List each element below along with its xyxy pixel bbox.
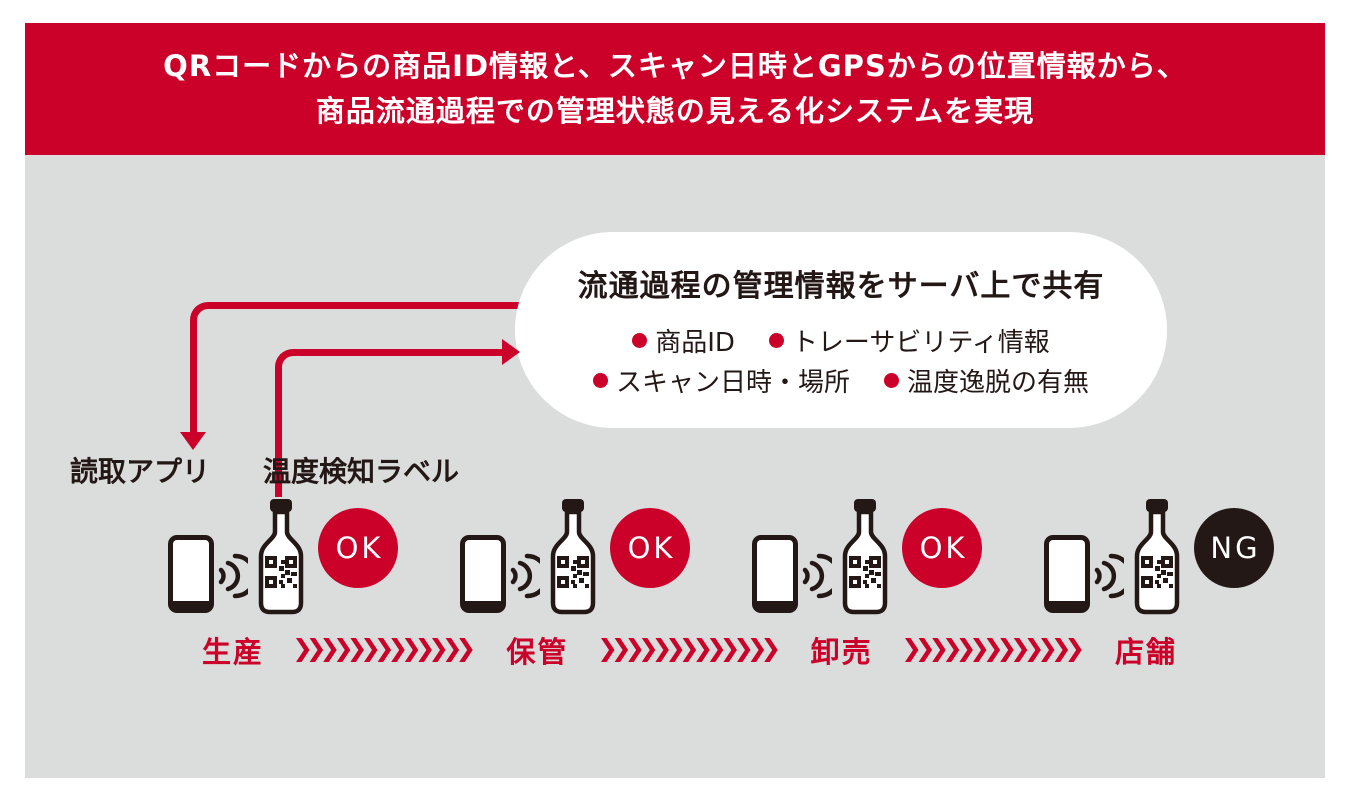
arrow-from-temp-label [275, 349, 510, 497]
bullet-row-1: 商品ID トレーサビリティ情報 [632, 322, 1050, 359]
scan-waves-icon [510, 553, 540, 599]
scan-waves-icon [218, 553, 248, 599]
header-line-2: 商品流通過程での管理状態の見える化システムを実現 [315, 94, 1035, 128]
bullet-row-2: スキャン日時・場所 温度逸脱の有無 [592, 362, 1089, 399]
bottle-qr-icon [258, 499, 304, 615]
flow-chevrons-icon [296, 638, 473, 662]
smartphone-icon [752, 535, 798, 613]
arrow-to-reader-app [190, 302, 532, 440]
reader-app-label: 読取アプリ [70, 455, 211, 488]
bullet-item-scan-datetime: スキャン日時・場所 [592, 362, 850, 399]
bullet-text: トレーサビリティ情報 [791, 328, 1050, 358]
smartphone-icon [1044, 535, 1090, 613]
distribution-flow-row: 生産 保管 [202, 631, 1177, 669]
smartphone-icon [168, 535, 214, 613]
bullet-dot-icon [884, 373, 899, 388]
bullet-dot-icon [592, 373, 608, 388]
bottle-qr-icon [1134, 499, 1180, 615]
bottle-qr-icon [842, 499, 888, 615]
status-badge: OK [318, 508, 398, 588]
bullet-item-traceability: トレーサビリティ情報 [768, 322, 1050, 359]
bullet-text: 商品ID [655, 328, 735, 358]
bullet-text: スキャン日時・場所 [615, 368, 850, 398]
flow-label-production: 生産 [202, 635, 265, 669]
bubble-title: 流通過程の管理情報をサーバ上で共有 [577, 269, 1105, 304]
flow-chevrons-icon [904, 638, 1082, 662]
bullet-text: 温度逸脱の有無 [907, 368, 1090, 398]
stage-group-storage: OK [460, 498, 700, 618]
flow-chevrons-icon [600, 638, 778, 662]
flow-label-wholesale: 卸売 [810, 635, 873, 669]
stage-group-production: OK [168, 498, 408, 618]
arrow-down-head-icon [180, 432, 206, 450]
scan-waves-icon [802, 553, 832, 599]
bullet-dot-icon [768, 333, 784, 348]
temp-detect-label: 温度検知ラベル [263, 455, 460, 488]
status-badge: NG [1194, 508, 1274, 588]
flow-label-store: 店舗 [1114, 635, 1177, 669]
smartphone-icon [460, 535, 506, 613]
stage-group-wholesale: OK [752, 498, 992, 618]
flow-label-storage: 保管 [506, 635, 569, 669]
stage-group-store: NG [1044, 498, 1284, 618]
bullet-item-temp-deviation: 温度逸脱の有無 [884, 362, 1089, 399]
arrow-right-head-icon [502, 339, 520, 365]
status-badge: OK [610, 508, 690, 588]
header-line-1: QRコードからの商品ID情報と、スキャン日時とGPSからの位置情報から、 [163, 49, 1187, 84]
header-banner: QRコードからの商品ID情報と、スキャン日時とGPSからの位置情報から、 商品流… [25, 23, 1325, 155]
bullet-item-product-id: 商品ID [632, 322, 735, 359]
status-badge: OK [902, 508, 982, 588]
bullet-dot-icon [632, 333, 648, 348]
scan-waves-icon [1094, 553, 1124, 599]
server-share-bubble: 流通過程の管理情報をサーバ上で共有 商品ID トレーサビリティ情報 スキャン日時… [515, 232, 1167, 428]
bottle-qr-icon [550, 499, 596, 615]
